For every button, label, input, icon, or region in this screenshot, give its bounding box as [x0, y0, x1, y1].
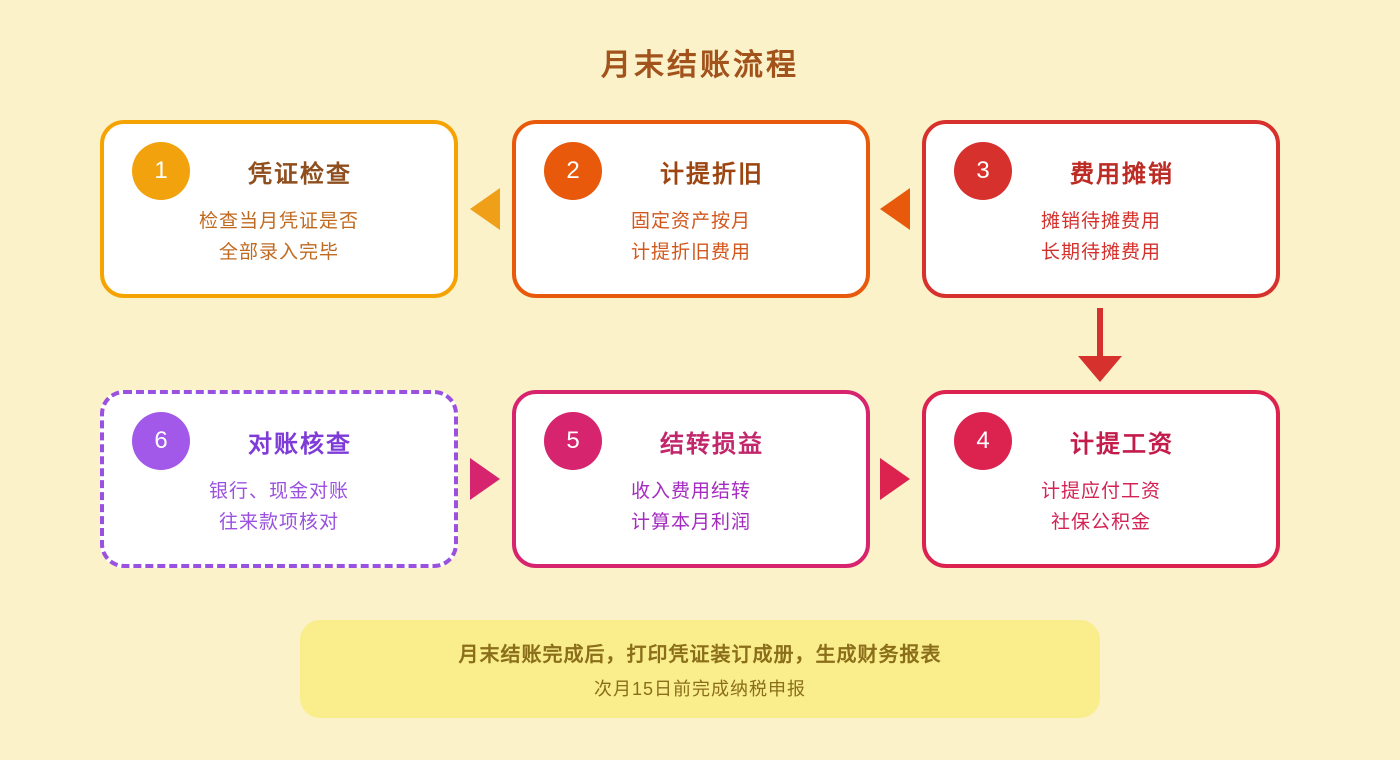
step-description: 计提应付工资 社保公积金: [926, 476, 1276, 538]
summary-note: 月末结账完成后，打印凭证装订成册，生成财务报表 次月15日前完成纳税申报: [300, 620, 1100, 718]
right-arrow-icon: [470, 458, 500, 500]
step-description-line2: 长期待摊费用: [1040, 242, 1161, 263]
step-card-2: 2 计提折旧 固定资产按月 计提折旧费用: [512, 120, 870, 298]
step-description-line1: 银行、现金对账: [208, 481, 349, 502]
card-header: 5 结转损益: [544, 412, 836, 470]
step-number-badge: 1: [132, 142, 190, 200]
step-card-6: 6 对账核查 银行、现金对账 往来款项核对: [100, 390, 458, 568]
step-number-badge: 2: [544, 142, 602, 200]
step-title: 结转损益: [660, 430, 764, 458]
step-description: 固定资产按月 计提折旧费用: [516, 206, 866, 268]
step-number-badge: 4: [954, 412, 1012, 470]
step-description-line1: 计提应付工资: [1040, 481, 1161, 502]
down-arrow-icon: [1097, 308, 1103, 360]
card-header: 4 计提工资: [954, 412, 1246, 470]
step-description: 摊销待摊费用 长期待摊费用: [926, 206, 1276, 268]
step-title: 凭证检查: [248, 160, 352, 188]
card-header: 6 对账核查: [132, 412, 424, 470]
left-arrow-icon: [470, 188, 500, 230]
step-title: 计提折旧: [660, 160, 764, 188]
left-arrow-icon: [880, 188, 910, 230]
summary-note-line1: 月末结账完成后，打印凭证装订成册，生成财务报表: [458, 643, 942, 666]
step-number-badge: 5: [544, 412, 602, 470]
step-description: 收入费用结转 计算本月利润: [516, 476, 866, 538]
summary-note-line2: 次月15日前完成纳税申报: [593, 678, 807, 699]
step-description-line1: 摊销待摊费用: [1040, 211, 1161, 232]
step-description-line1: 固定资产按月: [630, 211, 751, 232]
step-title: 计提工资: [1070, 430, 1174, 458]
step-description-line2: 往来款项核对: [218, 512, 339, 533]
right-arrow-icon: [880, 458, 910, 500]
step-card-4: 4 计提工资 计提应付工资 社保公积金: [922, 390, 1280, 568]
step-description-line2: 全部录入完毕: [218, 242, 339, 263]
step-description-line2: 计提折旧费用: [630, 242, 751, 263]
step-description-line2: 计算本月利润: [630, 512, 751, 533]
page-title: 月末结账流程: [601, 49, 799, 82]
card-header: 1 凭证检查: [132, 142, 424, 200]
step-description-line2: 社保公积金: [1050, 512, 1151, 533]
step-description: 银行、现金对账 往来款项核对: [104, 476, 454, 538]
card-header: 2 计提折旧: [544, 142, 836, 200]
step-card-3: 3 费用摊销 摊销待摊费用 长期待摊费用: [922, 120, 1280, 298]
step-title: 对账核查: [248, 430, 352, 458]
step-description-line1: 收入费用结转: [630, 481, 751, 502]
step-description: 检查当月凭证是否 全部录入完毕: [104, 206, 454, 268]
step-card-1: 1 凭证检查 检查当月凭证是否 全部录入完毕: [100, 120, 458, 298]
down-arrow-icon: [1078, 356, 1122, 382]
step-description-line1: 检查当月凭证是否: [198, 211, 359, 232]
step-title: 费用摊销: [1070, 160, 1174, 188]
card-header: 3 费用摊销: [954, 142, 1246, 200]
step-number-badge: 3: [954, 142, 1012, 200]
step-card-5: 5 结转损益 收入费用结转 计算本月利润: [512, 390, 870, 568]
step-number-badge: 6: [132, 412, 190, 470]
